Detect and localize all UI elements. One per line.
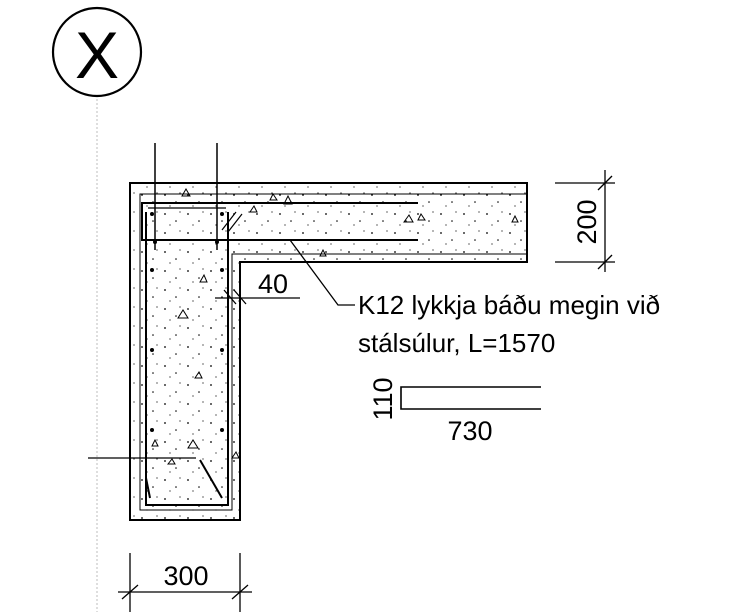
bar-shape-sketch [400, 386, 541, 410]
rebar-loop-slab [141, 202, 418, 241]
annotation-line-1: K12 lykkja báðu megin við [358, 290, 660, 320]
bar-shape-length-label: 730 [447, 416, 492, 446]
junction-marks [221, 211, 243, 233]
section-marker-letter: X [75, 18, 119, 92]
rebar-hook-right [199, 459, 223, 499]
annotation-leader [289, 239, 355, 306]
dimension-slab-thickness [555, 170, 615, 272]
bar-shape-line [400, 386, 541, 410]
bar-shape-height-label: 110 [368, 377, 398, 420]
dimension-column-width [118, 553, 252, 612]
aggregate-marks [151, 187, 519, 465]
concrete-cover-line [139, 193, 527, 511]
annotation-line-2: stálsúlur, L=1570 [358, 328, 555, 358]
rebar-dots [150, 212, 224, 432]
concrete-section [129, 182, 528, 521]
rebar-loop-column [145, 212, 229, 506]
dimension-slab-thickness-label: 200 [572, 199, 602, 244]
rebar-hook-left [145, 477, 151, 499]
dimension-column-width-label: 300 [163, 561, 208, 591]
concrete-outline [129, 182, 528, 521]
dimension-edge-offset-label: 40 [258, 269, 288, 299]
reinforcement [141, 202, 418, 506]
section-marker: X [51, 6, 143, 98]
section-marker-circle [51, 6, 143, 98]
dimension-edge-offset [215, 289, 300, 305]
